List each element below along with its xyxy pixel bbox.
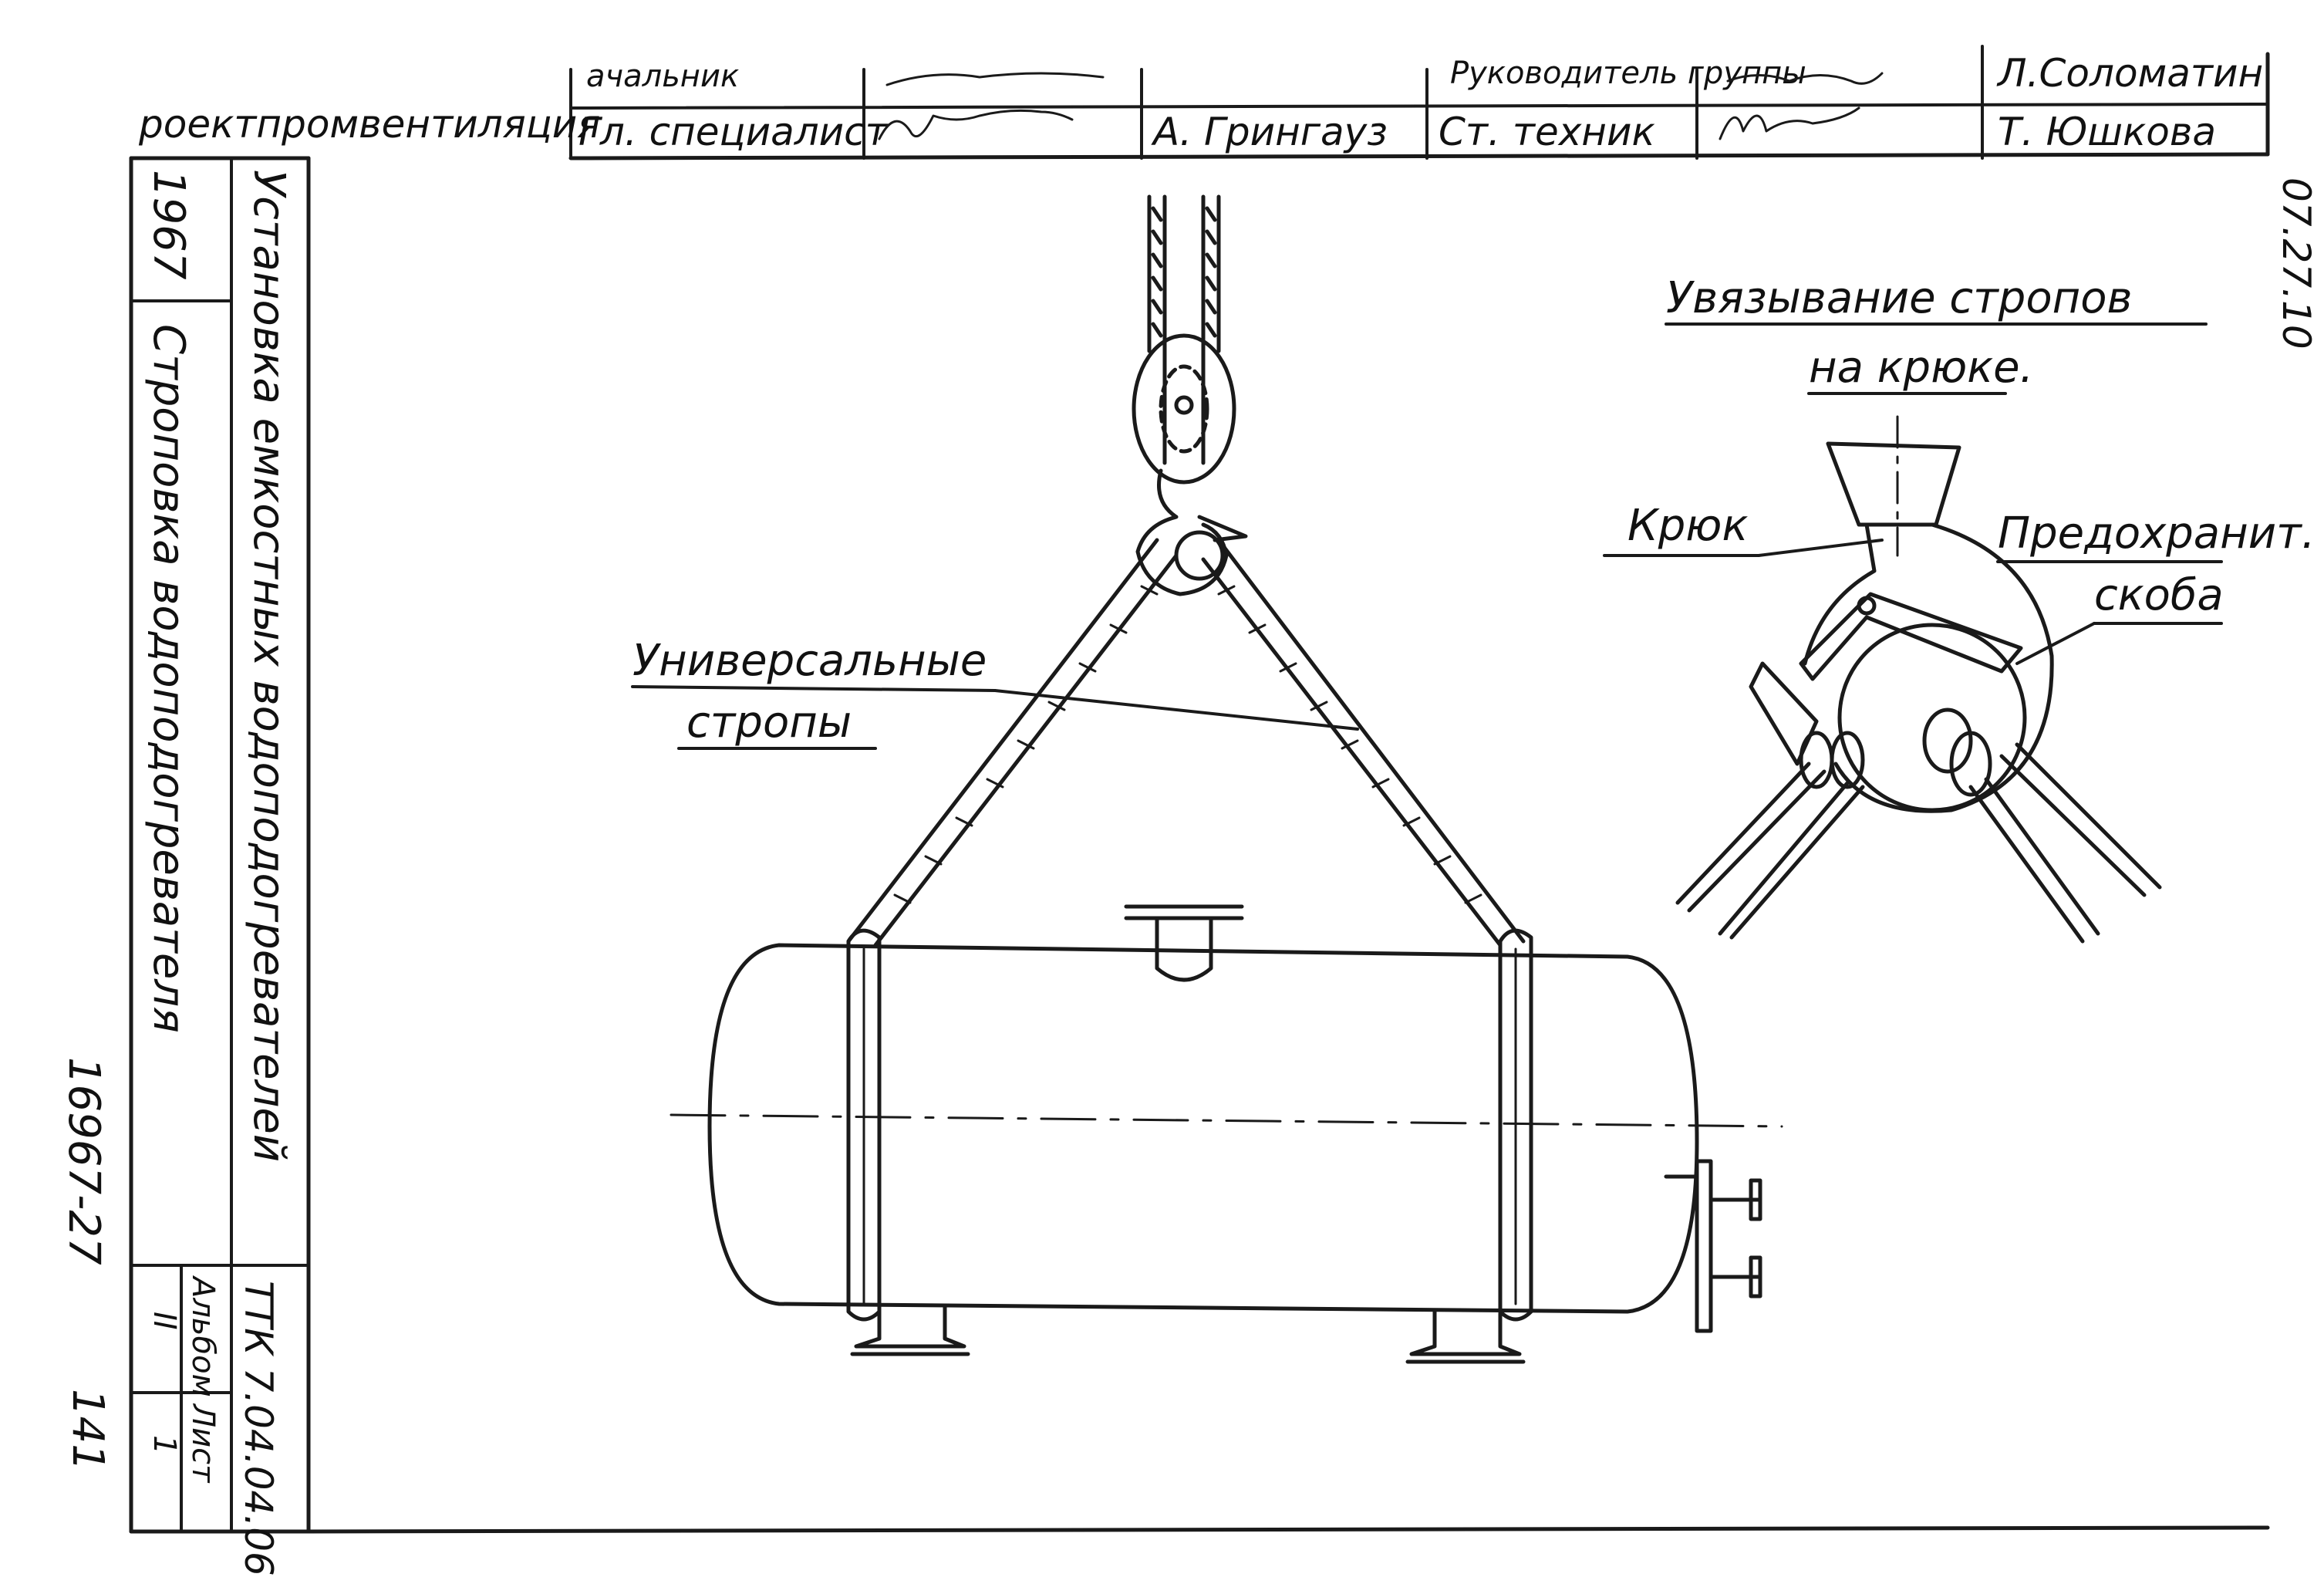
album-value: II <box>147 1312 182 1330</box>
slings-callout: Универсальные стропы <box>631 636 1359 750</box>
name-top-right: Л.Соломатин <box>1996 51 2263 96</box>
name-chief-specialist: А. Грингауз <box>1151 110 1388 154</box>
album-label: Альбом <box>185 1275 221 1397</box>
sheet-title: Строповка водоподогревателя <box>143 324 194 1033</box>
slings-label-line1: Универсальные <box>632 636 987 686</box>
vessel <box>670 904 1783 1364</box>
side-block: 1967 Установка емкостных водоподогревате… <box>130 157 310 1576</box>
organization-name: роектпромвентиляция <box>138 102 600 147</box>
crane-hook-assembly <box>1132 194 1248 596</box>
name-senior-technician: Т. Юшкова <box>1998 110 2216 154</box>
detail-title-line1: Увязывание стропов <box>1666 273 2133 323</box>
archive-number: 16967-27 <box>59 1057 109 1265</box>
year: 1967 <box>143 170 194 280</box>
role-group-lead: Руководитель группы <box>1450 56 1806 91</box>
sheet-label: Лист <box>185 1403 221 1484</box>
role-senior-technician: Ст. техник <box>1439 110 1655 154</box>
doc-code: ТТК 7.04.04.06 <box>236 1281 281 1576</box>
subject-title: Установка емкостных водоподогревателей <box>244 170 294 1162</box>
hook-detail: Увязывание стропов на крюке. <box>1603 273 2316 944</box>
page-number: 141 <box>62 1389 113 1471</box>
title-block: роектпромвентиляция ачальник Руководител… <box>138 45 2269 160</box>
role-chief-specialist: Гл. специалист <box>578 110 889 154</box>
guard-label-line2: скоба <box>2094 570 2224 620</box>
hook-label: Крюк <box>1627 501 1748 551</box>
signatures <box>878 72 1884 140</box>
detail-title-line2: на крюке. <box>1809 343 2033 393</box>
guard-label-line1: Предохранит. <box>1998 508 2316 559</box>
slings-label-line2: стропы <box>686 697 852 748</box>
frame <box>129 52 2270 1534</box>
code-right: 07.27.10 <box>2274 177 2319 350</box>
role-head: ачальник <box>586 59 739 94</box>
sheet-value: 1 <box>147 1435 182 1454</box>
